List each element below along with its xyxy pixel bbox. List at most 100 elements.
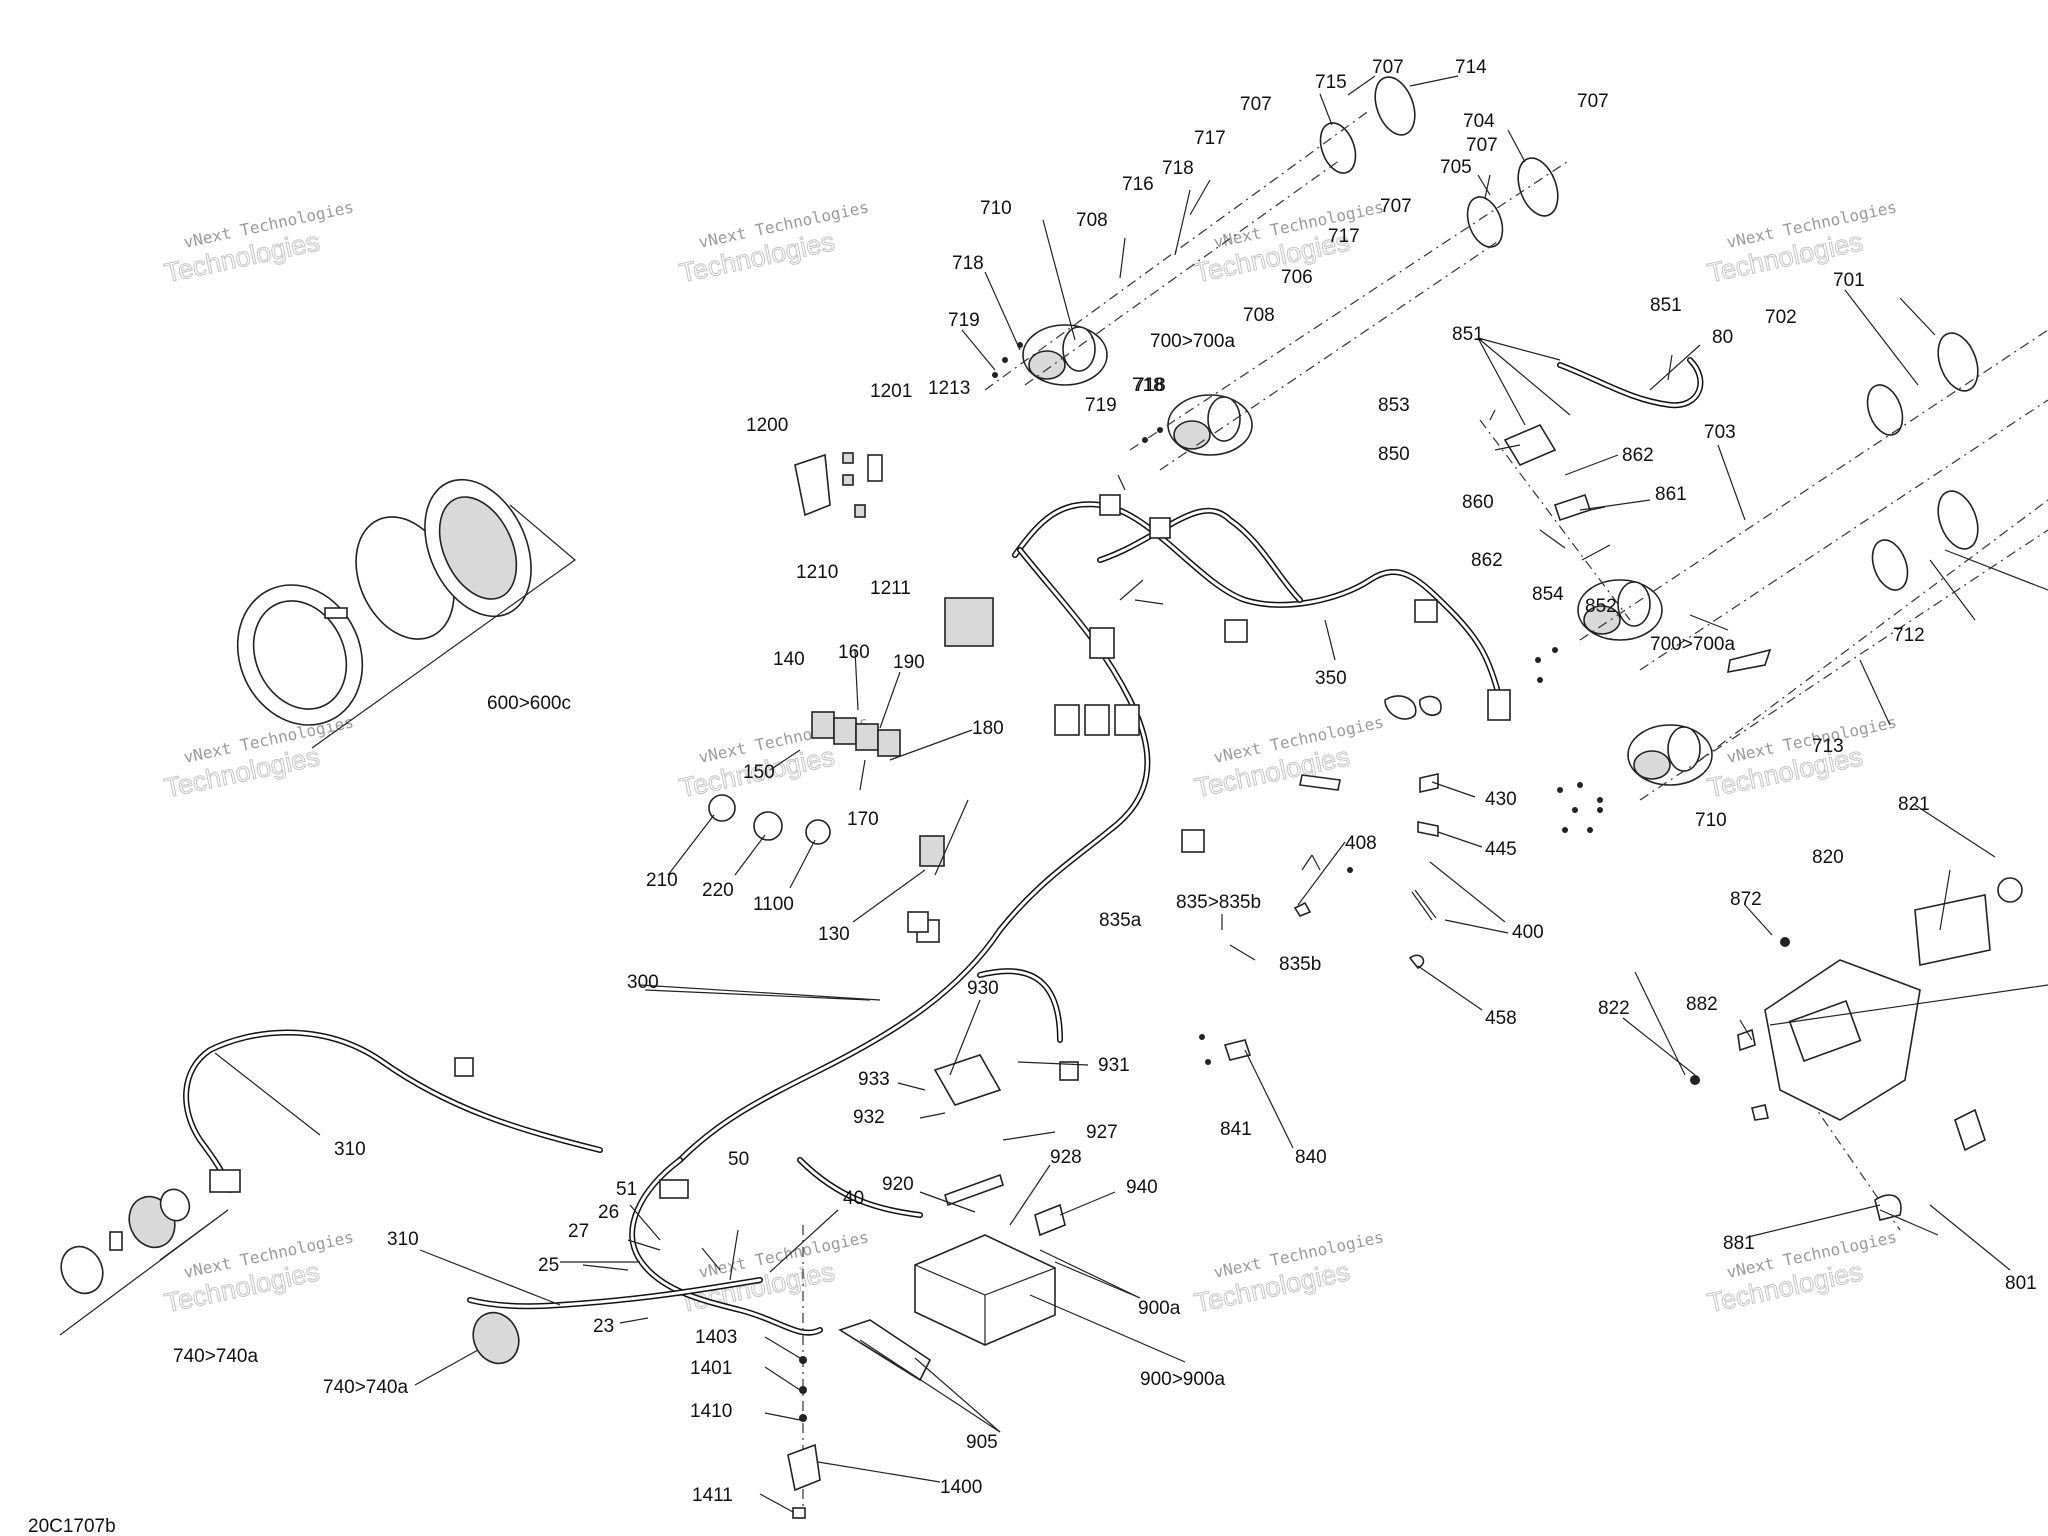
callout-label: 862 bbox=[1622, 445, 1654, 466]
callout-label: 835b bbox=[1279, 954, 1321, 975]
callout-label: 190 bbox=[893, 652, 925, 673]
harness-connectors bbox=[209, 494, 1511, 1199]
callout-label: 822 bbox=[1598, 998, 1630, 1019]
callout-label: 1403 bbox=[695, 1327, 737, 1348]
callout-label: 600>600c bbox=[487, 693, 571, 714]
callout-label: 707 bbox=[1577, 91, 1609, 112]
ring bbox=[1374, 76, 1416, 136]
callout-label: 445 bbox=[1485, 839, 1517, 860]
callout-label: 852 bbox=[1585, 596, 1617, 617]
callout-label: 713 bbox=[1812, 736, 1844, 757]
light-rings bbox=[1319, 76, 1979, 591]
watermark: vNext Technologies Technologies bbox=[1704, 712, 1898, 804]
callout-label: 27 bbox=[568, 1221, 589, 1242]
mount-bracket-820 bbox=[1764, 877, 2023, 1221]
callout-label: 712 bbox=[1893, 625, 1925, 646]
connector bbox=[1099, 494, 1121, 516]
callout-label: 835a bbox=[1099, 910, 1142, 931]
assembly-centerlines bbox=[802, 109, 2048, 1510]
callout-label: 1411 bbox=[692, 1485, 733, 1506]
connector bbox=[209, 1169, 241, 1193]
callout-label: 310 bbox=[334, 1139, 366, 1160]
ring bbox=[1319, 122, 1357, 174]
callout-label: 220 bbox=[702, 880, 734, 901]
leader-lines bbox=[214, 75, 2048, 1513]
watermark: vNext Technologies Technologies bbox=[161, 1227, 355, 1319]
callout-label: 719 bbox=[1085, 395, 1117, 416]
connector bbox=[1487, 689, 1511, 721]
misc-parts bbox=[1223, 648, 1790, 1121]
headlight bbox=[1577, 579, 1663, 641]
callout-label: 900a bbox=[1138, 1298, 1181, 1319]
callout-label: 927 bbox=[1086, 1122, 1118, 1143]
callout-label: 841 bbox=[1220, 1119, 1252, 1140]
callout-label: 860 bbox=[1462, 492, 1494, 513]
connector bbox=[1089, 627, 1115, 659]
callout-label: 400 bbox=[1512, 922, 1544, 943]
callout-label: 862 bbox=[1471, 550, 1503, 571]
connector bbox=[1084, 704, 1110, 736]
gauge-cluster-assembly bbox=[236, 478, 576, 749]
hardware-dots bbox=[992, 342, 1603, 1065]
callout-label: 850 bbox=[1378, 444, 1410, 465]
callout-label: 40 bbox=[843, 1188, 864, 1209]
connector bbox=[1181, 829, 1205, 853]
battery-assembly bbox=[838, 1054, 1066, 1382]
headlight bbox=[1627, 724, 1713, 786]
callout-label: 703 bbox=[1704, 422, 1736, 443]
callout-label: 1410 bbox=[690, 1401, 732, 1422]
socket bbox=[805, 819, 831, 845]
callout-label: 710 bbox=[1695, 810, 1727, 831]
callout-label: 840 bbox=[1295, 1147, 1327, 1168]
callout-label: 705 bbox=[1440, 157, 1472, 178]
connector bbox=[1059, 1061, 1079, 1081]
callout-label: 905 bbox=[966, 1432, 998, 1453]
tail-light bbox=[472, 1311, 520, 1365]
callout-label: 740>740a bbox=[173, 1346, 258, 1367]
callout-label: 1401 bbox=[690, 1358, 732, 1379]
connector bbox=[659, 1179, 689, 1199]
callout-labels: 707 714 715 707 704 707 717 707 705 718 … bbox=[173, 57, 2037, 1506]
callout-label: 1400 bbox=[940, 1477, 982, 1498]
callout-label: 23 bbox=[593, 1316, 614, 1337]
connector bbox=[944, 597, 994, 647]
connector bbox=[1149, 517, 1171, 539]
watermark: vNext Technologies Technologies bbox=[161, 712, 355, 804]
socket bbox=[753, 811, 783, 841]
ring bbox=[1466, 196, 1504, 248]
callout-label: 821 bbox=[1898, 794, 1930, 815]
callout-label: 350 bbox=[1315, 668, 1347, 689]
callout-label: 718 bbox=[1132, 375, 1164, 396]
callout-label: 851 bbox=[1452, 324, 1484, 345]
main-wiring-harness bbox=[183, 501, 1503, 1336]
callout-label: 882 bbox=[1686, 994, 1718, 1015]
callout-label: 180 bbox=[972, 718, 1004, 739]
relay-assembly bbox=[787, 1356, 821, 1519]
watermark: vNext Technologies Technologies bbox=[676, 197, 870, 289]
switch bbox=[877, 729, 901, 757]
callout-label: 310 bbox=[387, 1229, 419, 1250]
battery-bracket bbox=[838, 1319, 932, 1382]
callout-label: 430 bbox=[1485, 789, 1517, 810]
callout-label: 920 bbox=[882, 1174, 914, 1195]
headlight-assembly bbox=[1022, 324, 1713, 786]
callout-label: 707 bbox=[1466, 135, 1498, 156]
callout-label: 708 bbox=[1076, 210, 1108, 231]
callout-label: 707 bbox=[1380, 196, 1412, 217]
callout-label: 700>700a bbox=[1650, 634, 1735, 655]
callout-label: 51 bbox=[616, 1179, 637, 1200]
tail-lens bbox=[60, 1245, 104, 1295]
battery bbox=[914, 1234, 1056, 1346]
module bbox=[919, 835, 945, 867]
callout-label: 881 bbox=[1723, 1233, 1755, 1254]
callout-label: 1200 bbox=[746, 415, 788, 436]
callout-label: 26 bbox=[598, 1202, 619, 1223]
battery-strap bbox=[944, 1173, 1004, 1207]
ring bbox=[1517, 157, 1559, 217]
callout-label: 704 bbox=[1463, 111, 1495, 132]
connector bbox=[907, 911, 929, 933]
ring bbox=[1866, 384, 1904, 436]
callout-label: 717 bbox=[1328, 226, 1360, 247]
callout-label: 740>740a bbox=[323, 1377, 408, 1398]
